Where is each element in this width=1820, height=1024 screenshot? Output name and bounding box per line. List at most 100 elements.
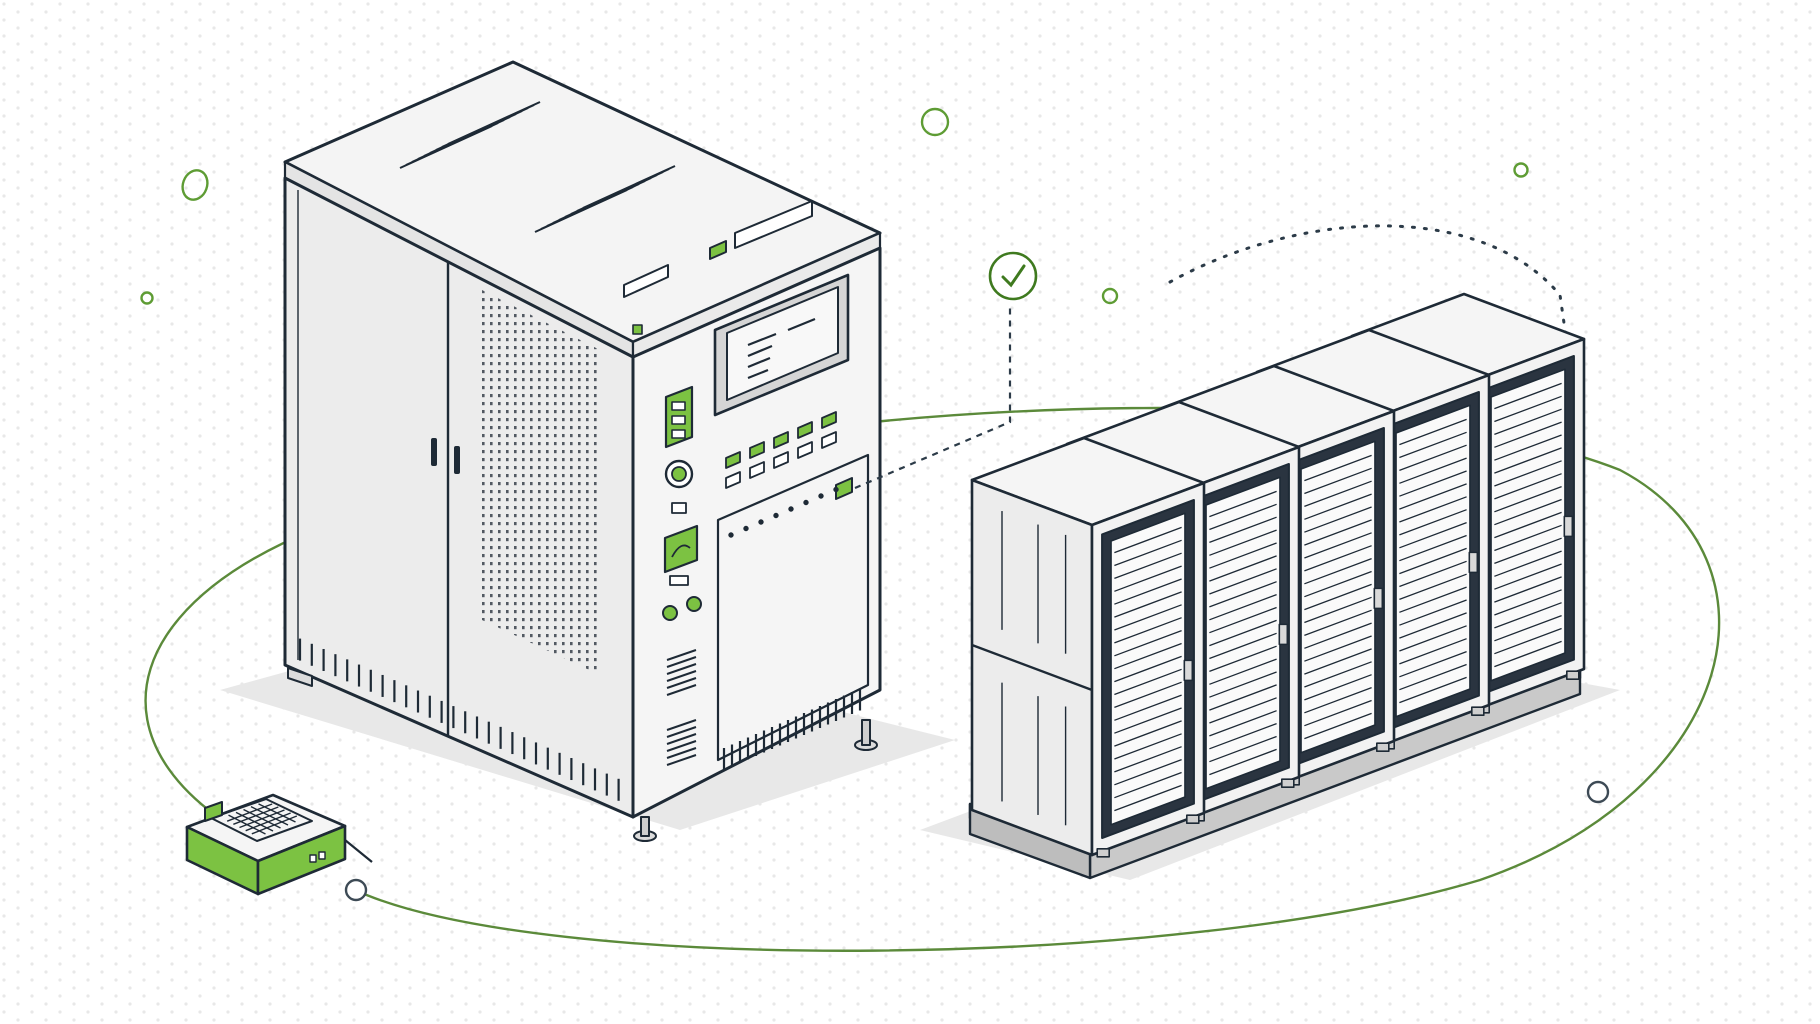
rack-door-handle xyxy=(1563,515,1574,538)
panel-button xyxy=(821,411,837,429)
rack-slat xyxy=(1114,578,1182,605)
panel-button xyxy=(821,431,837,449)
rack-foot xyxy=(1566,670,1580,681)
rack-slat xyxy=(1114,539,1182,567)
panel-button xyxy=(749,441,765,459)
column-vents xyxy=(666,649,697,766)
vent-slot xyxy=(666,677,697,689)
rack-unit xyxy=(1160,364,1396,786)
rack-foot xyxy=(1096,847,1110,858)
rack-slat xyxy=(1114,694,1182,721)
rack-slat xyxy=(1399,483,1467,510)
gauge-display xyxy=(663,524,699,574)
indicator-dot xyxy=(758,519,764,525)
rack-slat xyxy=(1399,560,1467,588)
rack-slat xyxy=(1399,496,1467,523)
vent-slot xyxy=(666,649,697,661)
rack-slat xyxy=(1399,509,1467,536)
indicator-dot xyxy=(773,512,779,519)
rack-slat xyxy=(1494,485,1562,513)
orbit-node-marker xyxy=(344,878,368,902)
top-plate xyxy=(734,200,813,249)
panel-button xyxy=(797,441,813,459)
status-led xyxy=(662,605,678,621)
rack-slat xyxy=(1494,498,1562,526)
rack-slat xyxy=(1399,418,1467,446)
corner-indicator xyxy=(632,324,643,335)
device-antenna-port xyxy=(204,801,223,822)
rack-slat xyxy=(1209,593,1277,621)
vent-slot xyxy=(666,726,697,738)
rack-slat xyxy=(1114,771,1182,799)
panel-button xyxy=(797,421,813,439)
rack-door-handle xyxy=(1468,551,1479,574)
rack-slat xyxy=(1304,686,1372,714)
rack-slat xyxy=(1209,645,1277,673)
rack-slat xyxy=(1494,640,1562,668)
rack-slat xyxy=(1494,447,1562,474)
status-connector xyxy=(854,305,1012,490)
rack-slat xyxy=(1304,545,1372,572)
rack-slat xyxy=(1209,516,1277,544)
rack-door-handle xyxy=(1373,587,1384,610)
rack-slat xyxy=(1209,722,1277,750)
bottom-louvres xyxy=(298,638,620,801)
server-rack-icon xyxy=(968,292,1586,880)
rack-slat xyxy=(1399,676,1467,704)
control-column xyxy=(662,385,702,766)
rack-side-seam xyxy=(971,643,1093,692)
rack-slat xyxy=(1209,735,1277,763)
rack-slat xyxy=(1209,619,1277,647)
rack-slat xyxy=(1209,581,1277,608)
rack-slat xyxy=(1114,720,1182,747)
front-bottom-vents xyxy=(722,688,862,770)
rack-slat xyxy=(1399,599,1467,626)
rack-slat xyxy=(1209,632,1277,660)
rack-slat xyxy=(1209,606,1277,634)
floating-circle xyxy=(1513,162,1529,178)
rack-slat xyxy=(1399,547,1467,575)
rack-unit xyxy=(1255,328,1491,750)
rack-slat xyxy=(1114,758,1182,786)
perforated-vent-panel xyxy=(482,290,600,675)
vent-slot xyxy=(666,684,697,696)
rack-slat xyxy=(1494,408,1562,436)
panel-button xyxy=(725,451,741,469)
rack-slat xyxy=(1304,532,1372,559)
rack-slat xyxy=(1209,710,1277,737)
rack-slat xyxy=(1304,661,1372,688)
top-status-light xyxy=(709,240,727,260)
rack-slat xyxy=(1399,573,1467,601)
rack-slat xyxy=(1399,431,1467,459)
rack-slat xyxy=(1209,697,1277,724)
rack-slat xyxy=(1114,552,1182,580)
rack-slat xyxy=(1304,557,1372,585)
rack-slat xyxy=(1114,629,1182,657)
rack-slat xyxy=(1494,576,1562,603)
rack-unit xyxy=(970,436,1206,858)
vent-slot xyxy=(666,719,697,731)
indicator-slot xyxy=(669,575,689,586)
indicator-dot xyxy=(818,493,824,499)
vent-slot xyxy=(666,656,697,668)
rack-slat xyxy=(1494,511,1562,539)
rack-slat xyxy=(1209,490,1277,518)
vent-slot xyxy=(666,733,697,745)
door-handle xyxy=(454,446,460,474)
rack-slat xyxy=(1304,506,1372,533)
lower-door-panel xyxy=(716,453,870,762)
rack-slat xyxy=(1304,480,1372,508)
router-icon xyxy=(185,793,373,896)
rack-slat xyxy=(1399,638,1467,665)
rack-slat xyxy=(1114,565,1182,592)
rack-slat xyxy=(1304,467,1372,495)
panel-button xyxy=(749,461,765,479)
rack-slat xyxy=(1494,550,1562,577)
rack-slat xyxy=(1399,457,1467,484)
cabinet-feet xyxy=(287,667,878,842)
checkmark-icon xyxy=(988,251,1038,301)
rack-slat xyxy=(1494,395,1562,423)
floating-circles xyxy=(140,107,1529,305)
